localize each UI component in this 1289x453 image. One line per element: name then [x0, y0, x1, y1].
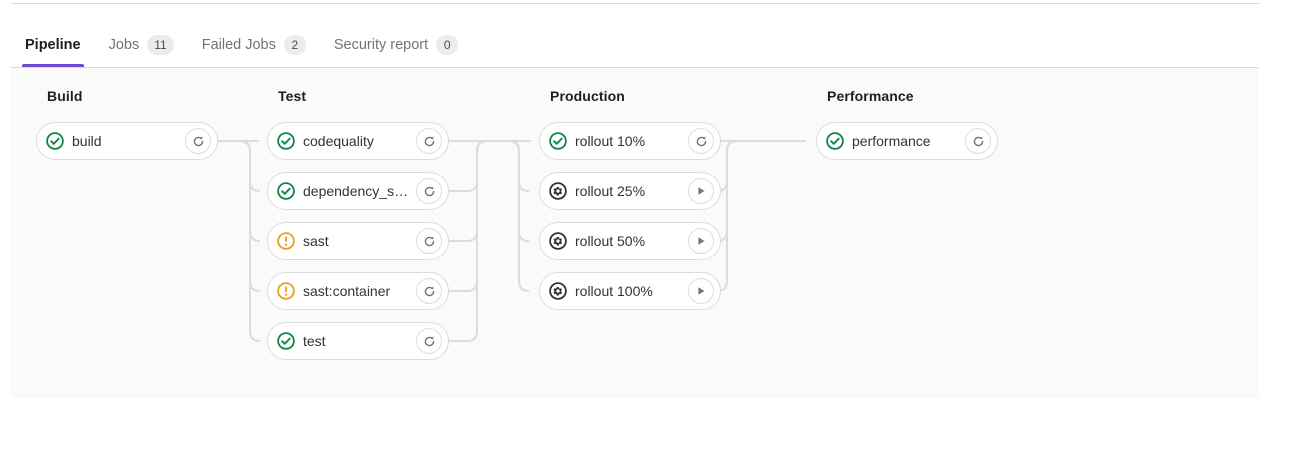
play-icon[interactable] [688, 278, 714, 304]
job-name: rollout 10% [575, 133, 646, 149]
status-warning-icon [277, 282, 295, 300]
status-manual-icon [549, 182, 567, 200]
retry-icon[interactable] [185, 128, 211, 154]
pipeline-graph: Build build Test codequality dependency_s…sa… [11, 68, 1259, 398]
job-name: sast [303, 233, 329, 249]
retry-icon[interactable] [416, 278, 442, 304]
retry-icon[interactable] [416, 178, 442, 204]
retry-icon[interactable] [688, 128, 714, 154]
tab-failed-jobs[interactable]: Failed Jobs 2 [188, 22, 320, 67]
tab-count-badge: 0 [436, 34, 459, 55]
status-manual-icon [549, 232, 567, 250]
job-name: dependency_s… [303, 183, 409, 199]
play-icon[interactable] [688, 228, 714, 254]
tab-count-badge: 11 [147, 34, 174, 55]
job-name: rollout 50% [575, 233, 646, 249]
job-name: test [303, 333, 326, 349]
play-icon[interactable] [688, 178, 714, 204]
tab-label: Jobs [108, 36, 140, 53]
job-card[interactable]: codequality [267, 122, 449, 160]
job-card[interactable]: build [36, 122, 218, 160]
job-card[interactable]: sast:container [267, 272, 449, 310]
pipeline-tabbar: Pipeline Jobs 11 Failed Jobs 2 Security repor… [11, 22, 1259, 68]
stage-title: Test [278, 88, 307, 104]
job-name: rollout 25% [575, 183, 646, 199]
job-card[interactable]: rollout 100% [539, 272, 721, 310]
stage-job-list: rollout 10% rollout 25% rollout 50% rollout… [539, 122, 721, 310]
tab-security-report[interactable]: Security report 0 [320, 22, 472, 67]
stage-job-list: codequality dependency_s…sast sast:contain… [267, 122, 449, 360]
stage-title: Build [47, 88, 83, 104]
retry-icon[interactable] [965, 128, 991, 154]
top-divider [11, 3, 1259, 4]
job-card[interactable]: performance [816, 122, 998, 160]
job-card[interactable]: sast [267, 222, 449, 260]
pipeline-graph-panel: Build build Test codequality dependency_s…sa… [11, 68, 1259, 398]
retry-icon[interactable] [416, 328, 442, 354]
tab-jobs[interactable]: Jobs 11 [95, 22, 188, 67]
status-success-icon [277, 132, 295, 150]
job-name: rollout 100% [575, 283, 653, 299]
status-success-icon [46, 132, 64, 150]
retry-icon[interactable] [416, 228, 442, 254]
job-name: build [72, 133, 102, 149]
stage-job-list: performance [816, 122, 998, 160]
job-card[interactable]: rollout 25% [539, 172, 721, 210]
active-tab-indicator [22, 64, 84, 67]
status-success-icon [277, 182, 295, 200]
job-card[interactable]: dependency_s… [267, 172, 449, 210]
status-manual-icon [549, 282, 567, 300]
status-success-icon [277, 332, 295, 350]
job-name: sast:container [303, 283, 391, 299]
status-success-icon [826, 132, 844, 150]
stage-title: Production [550, 88, 625, 104]
tab-count-badge: 2 [283, 34, 306, 55]
tab-label: Security report [333, 36, 429, 53]
job-card[interactable]: rollout 10% [539, 122, 721, 160]
tab-pipeline[interactable]: Pipeline [11, 22, 95, 67]
status-success-icon [549, 132, 567, 150]
stage-title: Performance [827, 88, 914, 104]
status-warning-icon [277, 232, 295, 250]
job-card[interactable]: rollout 50% [539, 222, 721, 260]
tab-label: Failed Jobs [201, 36, 276, 53]
retry-icon[interactable] [416, 128, 442, 154]
job-name: performance [852, 133, 931, 149]
stage-job-list: build [36, 122, 218, 160]
job-name: codequality [303, 133, 374, 149]
tab-label: Pipeline [25, 36, 81, 53]
job-card[interactable]: test [267, 322, 449, 360]
